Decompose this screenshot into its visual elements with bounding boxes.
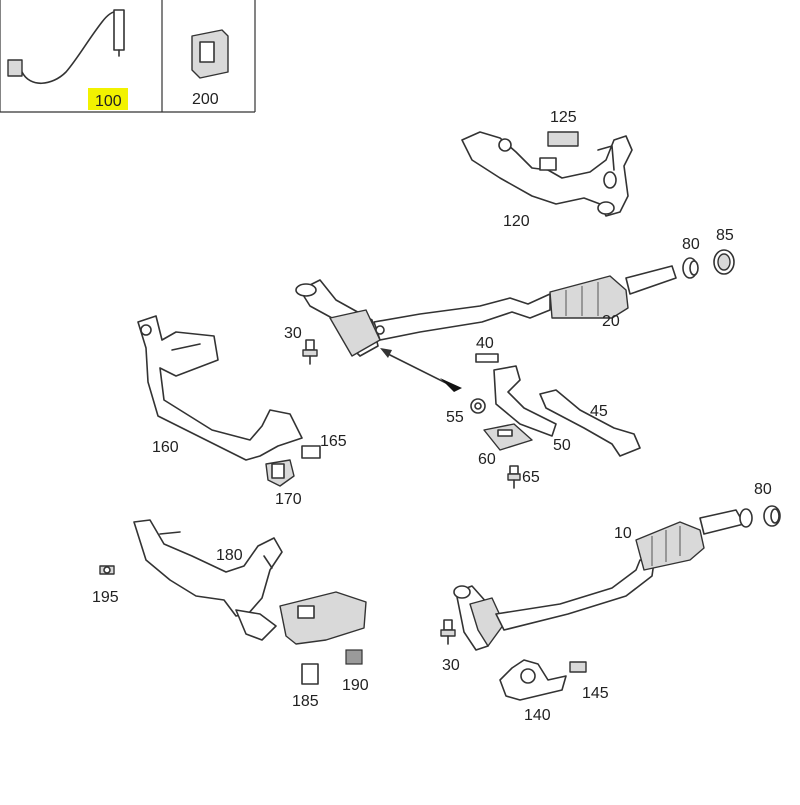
callout-195[interactable]: 195 bbox=[92, 589, 119, 606]
callout-200[interactable]: 200 bbox=[192, 91, 219, 108]
callout-185[interactable]: 185 bbox=[292, 693, 319, 710]
callout-145[interactable]: 145 bbox=[582, 685, 609, 702]
callout-165[interactable]: 165 bbox=[320, 433, 347, 450]
part-120-bracket[interactable]: 125 120 bbox=[461, 109, 633, 230]
callout-30-upper[interactable]: 30 bbox=[284, 325, 302, 342]
thumbnail-part-200[interactable]: 200 bbox=[191, 29, 229, 108]
callout-45[interactable]: 45 bbox=[590, 403, 608, 420]
callout-170[interactable]: 170 bbox=[275, 491, 302, 508]
part-140-mount[interactable]: 140 bbox=[499, 659, 567, 724]
part-55-nut[interactable]: 55 bbox=[446, 398, 486, 426]
part-145-clip[interactable]: 145 bbox=[569, 661, 609, 702]
part-30-bolt-lower[interactable]: 30 bbox=[440, 619, 460, 674]
callout-40[interactable]: 40 bbox=[476, 335, 494, 352]
callout-180[interactable]: 180 bbox=[216, 547, 243, 564]
part-40-clip[interactable]: 40 bbox=[475, 335, 499, 363]
callout-140[interactable]: 140 bbox=[524, 707, 551, 724]
part-45-hanger[interactable]: 45 bbox=[539, 389, 641, 457]
callout-10[interactable]: 10 bbox=[614, 525, 632, 542]
pointer-arrow bbox=[380, 348, 462, 392]
callout-120[interactable]: 120 bbox=[503, 213, 530, 230]
callout-125[interactable]: 125 bbox=[550, 109, 577, 126]
part-180-bracket[interactable]: 180 bbox=[133, 519, 367, 645]
callout-85[interactable]: 85 bbox=[716, 227, 734, 244]
part-185-clip[interactable]: 185 bbox=[292, 663, 319, 710]
thumbnail-panel bbox=[0, 0, 256, 113]
part-195-bolt[interactable]: 195 bbox=[92, 565, 119, 606]
part-50-bracket[interactable]: 50 bbox=[493, 365, 571, 454]
callout-30-lower[interactable]: 30 bbox=[442, 657, 460, 674]
part-160-bracket[interactable]: 160 bbox=[137, 315, 303, 461]
callout-60[interactable]: 60 bbox=[478, 451, 496, 468]
callout-190[interactable]: 190 bbox=[342, 677, 369, 694]
part-80-clamp-lower[interactable]: 80 bbox=[754, 481, 781, 527]
callout-80-top[interactable]: 80 bbox=[682, 236, 700, 253]
part-165-clip[interactable]: 165 bbox=[301, 433, 347, 459]
callout-55[interactable]: 55 bbox=[446, 409, 464, 426]
part-80-clamp[interactable]: 80 bbox=[682, 236, 700, 279]
callout-50[interactable]: 50 bbox=[553, 437, 571, 454]
highlight-100 bbox=[88, 88, 128, 110]
callout-65[interactable]: 65 bbox=[522, 469, 540, 486]
callout-160[interactable]: 160 bbox=[152, 439, 179, 456]
callout-100[interactable]: 100 bbox=[95, 93, 122, 110]
part-20-exhaust-assembly[interactable]: 20 bbox=[295, 265, 677, 357]
part-60-plate[interactable]: 60 bbox=[478, 423, 533, 468]
part-85-clamp[interactable]: 85 bbox=[713, 227, 735, 275]
part-30-bolt-upper[interactable]: 30 bbox=[284, 325, 318, 365]
part-10-exhaust-assembly[interactable]: 10 bbox=[453, 508, 753, 651]
part-170-bracket[interactable]: 170 bbox=[265, 459, 302, 508]
callout-80-lower[interactable]: 80 bbox=[754, 481, 772, 498]
thumbnail-part-100[interactable]: 100 bbox=[7, 9, 128, 110]
part-190-clip[interactable]: 190 bbox=[342, 649, 369, 694]
callout-20[interactable]: 20 bbox=[602, 313, 620, 330]
part-65-bolt[interactable]: 65 bbox=[507, 465, 540, 489]
